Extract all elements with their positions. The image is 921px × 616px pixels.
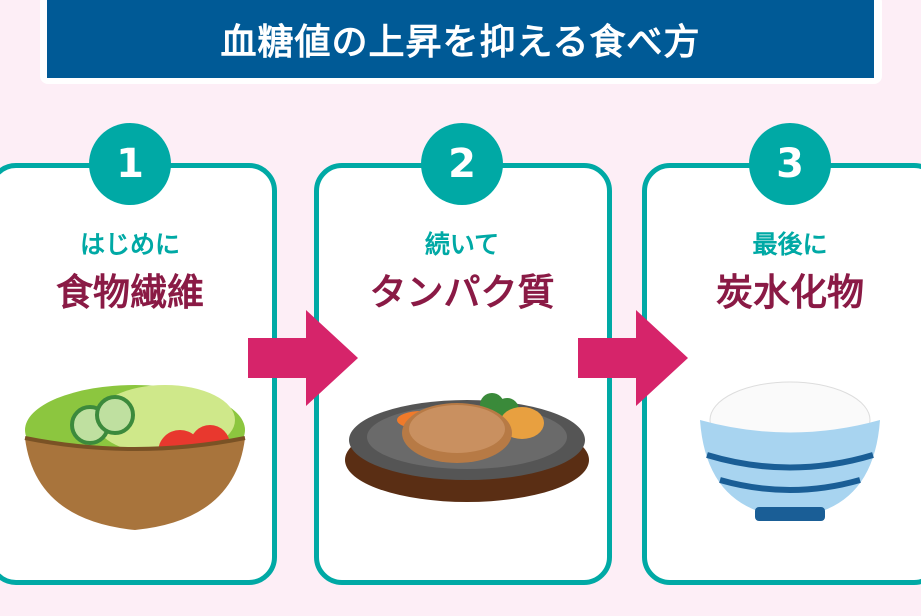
- step-subtitle-1: はじめに: [79, 230, 180, 259]
- arrow-right-icon: [578, 310, 688, 406]
- steak-plate-image: [345, 393, 589, 502]
- step-number-3: 3: [749, 123, 831, 205]
- rice-bowl-image: [700, 381, 880, 521]
- step-heading-1: 食物繊維: [56, 271, 204, 314]
- step-subtitle-2: 続いて: [424, 230, 500, 259]
- step-subtitle-3: 最後に: [752, 230, 828, 259]
- arrow-right-icon: [248, 310, 358, 406]
- step-heading-2: タンパク質: [369, 271, 555, 314]
- step-number-2: 2: [421, 123, 503, 205]
- step-number-1: 1: [89, 123, 171, 205]
- step-heading-3: 炭水化物: [716, 271, 864, 314]
- page-title: 血糖値の上昇を抑える食べ方: [47, 0, 874, 78]
- salad-bowl-image: [24, 385, 246, 530]
